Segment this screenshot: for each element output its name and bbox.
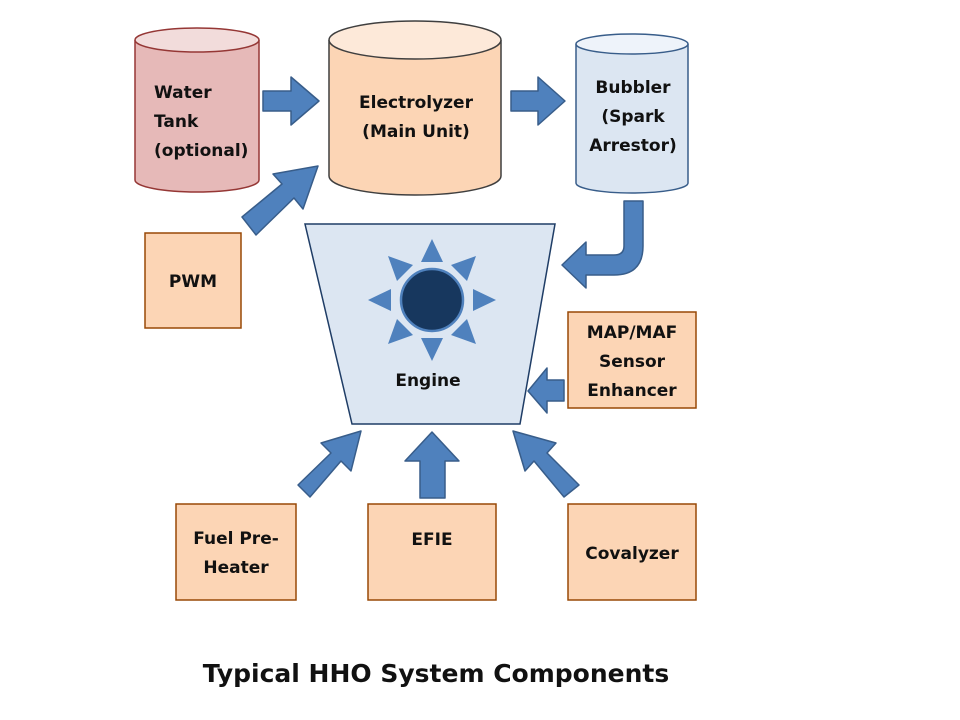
- fuel-preheater-label-1: Fuel Pre-: [193, 529, 279, 549]
- water-tank-node: Water Tank (optional): [134, 27, 260, 193]
- water-tank-label-1: Water: [154, 83, 212, 103]
- electrolyzer-body: [328, 40, 502, 196]
- map-maf-label-1: MAP/MAF: [587, 323, 677, 343]
- efie-label: EFIE: [411, 530, 452, 550]
- electrolyzer-label-2: (Main Unit): [362, 122, 470, 142]
- pwm-label: PWM: [169, 272, 217, 292]
- sun-ray-w: [368, 289, 391, 311]
- efie-node: EFIE: [367, 503, 497, 601]
- edge-fuel-preheater-to-engine: [297, 430, 362, 498]
- edge-map-maf-to-engine: [527, 367, 565, 414]
- edge-pwm-to-electrolyzer: [241, 165, 319, 236]
- edge-bubbler-to-engine: [561, 200, 644, 289]
- map-maf-label-3: Enhancer: [587, 381, 677, 401]
- sun-core: [399, 267, 465, 333]
- sun-icon: [368, 239, 496, 361]
- covalyzer-box: [567, 503, 697, 601]
- bubbler-label-1: Bubbler: [595, 78, 671, 98]
- sun-ray-se: [451, 319, 476, 344]
- map-maf-label-2: Sensor: [599, 352, 666, 372]
- engine-node: Engine: [304, 223, 556, 425]
- sun-ray-sw: [388, 319, 413, 344]
- sun-ray-e: [473, 289, 496, 311]
- pwm-node: PWM: [144, 232, 242, 329]
- bubbler-body: [575, 44, 689, 194]
- arrows: [241, 76, 644, 499]
- covalyzer-label: Covalyzer: [585, 544, 679, 564]
- pwm-box: [144, 232, 242, 329]
- water-tank-label-2: Tank: [154, 112, 199, 132]
- bubbler-label-3: Arrestor): [589, 136, 677, 156]
- water-tank-body: [134, 40, 260, 193]
- electrolyzer-node: Electrolyzer (Main Unit): [328, 20, 502, 196]
- edge-efie-to-engine: [404, 431, 460, 499]
- covalyzer-node: Covalyzer: [567, 503, 697, 601]
- edge-water-tank-to-electrolyzer: [262, 76, 320, 126]
- bubbler-node: Bubbler (Spark Arrestor): [575, 33, 689, 194]
- sun-ray-n: [421, 239, 443, 262]
- fuel-preheater-box: [175, 503, 297, 601]
- engine-label: Engine: [395, 371, 460, 391]
- edge-covalyzer-to-engine: [512, 430, 580, 498]
- fuel-preheater-label-2: Heater: [203, 558, 269, 578]
- water-tank-top: [134, 27, 260, 53]
- sun-ray-ne: [451, 256, 476, 281]
- electrolyzer-label-1: Electrolyzer: [359, 93, 474, 113]
- map-maf-box: [567, 311, 697, 409]
- bubbler-label-2: (Spark: [601, 107, 665, 127]
- sun-ray-nw: [388, 256, 413, 281]
- edge-electrolyzer-to-bubbler: [510, 76, 566, 126]
- water-tank-label-3: (optional): [154, 141, 248, 161]
- bubbler-top: [575, 33, 689, 55]
- fuel-preheater-node: Fuel Pre- Heater: [175, 503, 297, 601]
- sun-ray-s: [421, 338, 443, 361]
- map-maf-node: MAP/MAF Sensor Enhancer: [567, 311, 697, 409]
- diagram-title: Typical HHO System Components: [203, 659, 669, 688]
- electrolyzer-top: [328, 20, 502, 60]
- efie-box: [367, 503, 497, 601]
